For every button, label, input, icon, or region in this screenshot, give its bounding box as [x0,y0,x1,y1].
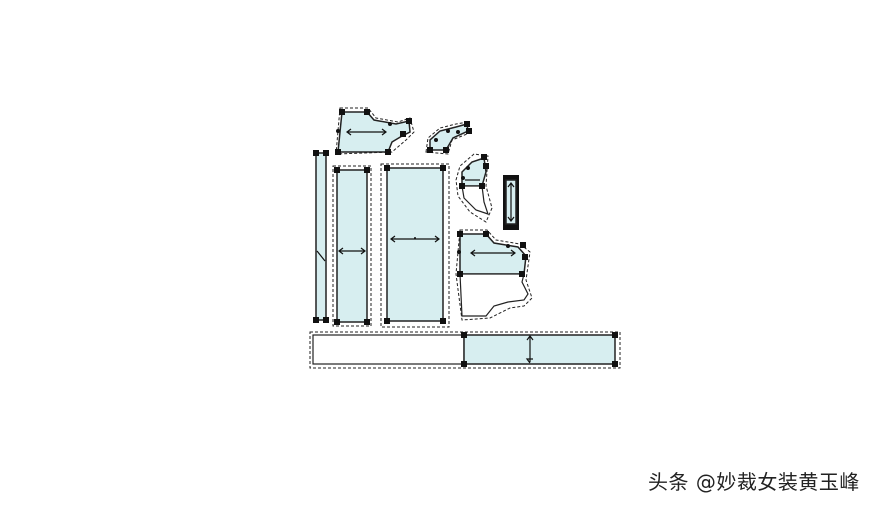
piece-waistband[interactable] [309,331,621,369]
watermark-text: 头条 @妙裁女装黄玉峰 [648,470,860,494]
piece-long-panel-narrow[interactable] [332,165,372,327]
piece-small-tab[interactable] [503,175,519,230]
piece-front-bodice[interactable] [455,229,533,321]
piece-back-yoke[interactable] [335,107,415,155]
piece-collar-curve[interactable] [455,153,493,223]
piece-long-panel-wide[interactable] [380,163,450,328]
piece-facing-strip[interactable] [313,150,329,323]
piece-sleeve-cap-small[interactable] [425,121,473,155]
